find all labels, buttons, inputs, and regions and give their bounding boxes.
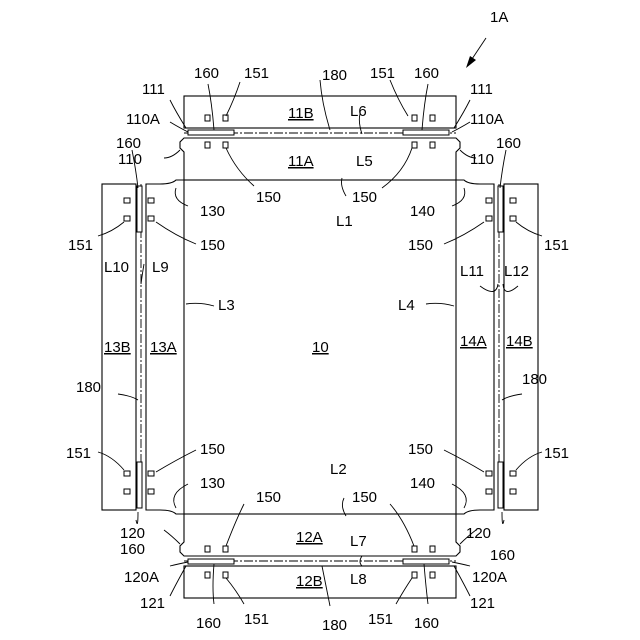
label-130-top: 130 bbox=[200, 203, 225, 220]
label-120A-bl: 120A bbox=[124, 569, 159, 586]
label-151-tr: 151 bbox=[370, 65, 395, 82]
label-130-bottom: 130 bbox=[200, 475, 225, 492]
label-180-left: 180 bbox=[76, 379, 101, 396]
label-180-top: 180 bbox=[322, 67, 347, 84]
label-L10: L10 bbox=[104, 259, 129, 276]
label-L6: L6 bbox=[350, 103, 367, 120]
label-L7: L7 bbox=[350, 533, 367, 550]
label-L4: L4 bbox=[398, 297, 415, 314]
label-150-tr: 150 bbox=[352, 189, 377, 206]
label-160-br: 160 bbox=[414, 615, 439, 632]
label-L5: L5 bbox=[356, 153, 373, 170]
label-110-tl: 110 bbox=[118, 151, 142, 168]
label-140-bottom: 140 bbox=[410, 475, 435, 492]
label-13B: 13B bbox=[104, 339, 131, 356]
label-121-bl: 121 bbox=[140, 595, 165, 612]
label-120-br: 120 bbox=[466, 525, 491, 542]
label-14A: 14A bbox=[460, 333, 487, 350]
label-151-bl: 151 bbox=[244, 611, 269, 628]
label-10: 10 bbox=[312, 339, 329, 356]
label-12A: 12A bbox=[296, 529, 323, 546]
label-150-tl: 150 bbox=[256, 189, 281, 206]
label-151-ll: 151 bbox=[66, 445, 91, 462]
label-L9: L9 bbox=[152, 259, 169, 276]
figure-label: 1A bbox=[490, 9, 508, 26]
label-L12: L12 bbox=[504, 263, 529, 280]
label-120A-br: 120A bbox=[472, 569, 507, 586]
label-12B: 12B bbox=[296, 573, 323, 590]
label-120-bl: 120 bbox=[120, 525, 145, 542]
label-160-left: 160 bbox=[116, 135, 141, 152]
label-L11: L11 bbox=[460, 263, 484, 280]
label-11A: 11A bbox=[288, 153, 314, 170]
label-151-lu: 151 bbox=[68, 237, 93, 254]
label-111-tr: 111 bbox=[470, 81, 493, 98]
label-111-tl: 111 bbox=[142, 81, 165, 98]
label-151-ru: 151 bbox=[544, 237, 569, 254]
label-150-rl: 150 bbox=[408, 441, 433, 458]
label-160-tl: 160 bbox=[194, 65, 219, 82]
label-150-ll: 150 bbox=[200, 441, 225, 458]
label-150-br: 150 bbox=[352, 489, 377, 506]
label-180-right: 180 bbox=[522, 371, 547, 388]
label-110A-tl: 110A bbox=[126, 111, 160, 128]
label-151-rl: 151 bbox=[544, 445, 569, 462]
label-121-br: 121 bbox=[470, 595, 495, 612]
label-110-tr: 110 bbox=[470, 151, 494, 168]
label-L8: L8 bbox=[350, 571, 367, 588]
top-hinge-slots bbox=[188, 130, 449, 135]
label-160-bottom-left-side: 160 bbox=[120, 541, 145, 558]
label-151-br: 151 bbox=[368, 611, 393, 628]
label-L3: L3 bbox=[218, 297, 235, 314]
bottom-hinge-slots bbox=[188, 559, 449, 564]
top-squares bbox=[205, 115, 435, 148]
label-151-tl: 151 bbox=[244, 65, 269, 82]
label-11B: 11B bbox=[288, 105, 314, 122]
label-13A: 13A bbox=[150, 339, 177, 356]
label-110A-tr: 110A bbox=[470, 111, 504, 128]
label-150-bl: 150 bbox=[256, 489, 281, 506]
label-160-tr: 160 bbox=[414, 65, 439, 82]
label-L1: L1 bbox=[336, 213, 353, 230]
label-160-bottom-right-side: 160 bbox=[490, 547, 515, 564]
label-150-lu: 150 bbox=[200, 237, 225, 254]
label-140-top: 140 bbox=[410, 203, 435, 220]
label-160-bl: 160 bbox=[196, 615, 221, 632]
top-inner-flap-11A bbox=[180, 138, 460, 180]
label-180-bottom: 180 bbox=[322, 617, 347, 634]
label-160-right: 160 bbox=[496, 135, 521, 152]
label-150-ru: 150 bbox=[408, 237, 433, 254]
label-L2: L2 bbox=[330, 461, 347, 478]
label-14B: 14B bbox=[506, 333, 533, 350]
